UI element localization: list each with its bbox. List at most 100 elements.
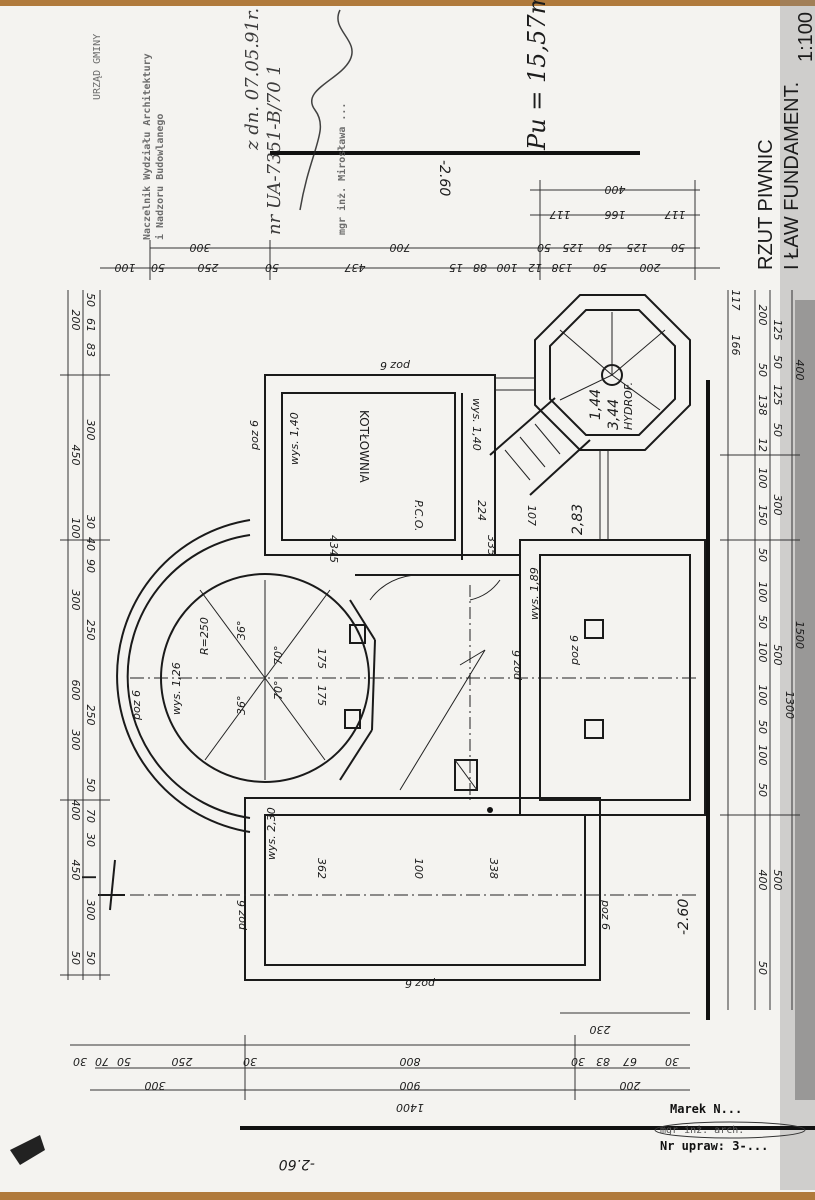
dim-value: 50: [771, 423, 784, 437]
dim-value: 230: [590, 1023, 611, 1036]
dim-value: 50: [84, 293, 97, 307]
stamp-date: z dn. 07.05.91r.: [242, 8, 263, 151]
wall-type-label: poz 6: [405, 977, 436, 990]
level-mark: 3,44: [606, 399, 622, 430]
scan-shadow: [780, 0, 815, 1190]
section-lines: [98, 151, 815, 1130]
dim-value: 50: [756, 363, 769, 377]
dim-value: 1500: [793, 621, 806, 649]
dim-value: 125: [771, 385, 784, 406]
dim-value: 400: [756, 870, 769, 891]
wall-type-label: poz 6: [248, 420, 261, 451]
radius-label: R=250: [198, 617, 211, 655]
level-mark: -2.60: [676, 899, 692, 935]
dim-value: 50: [117, 1055, 131, 1068]
dim-value: 67: [623, 1055, 637, 1068]
height-label: wys. 2,30: [265, 807, 278, 860]
wall-type-label: poz 6: [235, 900, 248, 931]
dim-value: 800: [400, 1055, 421, 1068]
dim-value: 900: [400, 1079, 421, 1092]
dim-value: 300: [84, 900, 97, 921]
dim-value: 50: [756, 615, 769, 629]
level-mark: 1,44: [588, 389, 604, 420]
angle-label: 36°: [235, 696, 248, 716]
dim-value: 117: [665, 208, 686, 221]
corner-mark-icon: [10, 1135, 45, 1165]
dim-value: 600: [69, 680, 82, 701]
dim-value: 30: [73, 1055, 87, 1068]
section-marker: I: [79, 874, 101, 880]
dim-value: 500: [771, 870, 784, 891]
title-scale: 1:100: [795, 12, 815, 62]
dim-value: 90: [84, 559, 97, 573]
dim-value: 125: [563, 241, 584, 254]
dim-value: 450: [69, 445, 82, 466]
author-title: mgr inż. arch.: [660, 1125, 744, 1136]
dim-value: 300: [771, 495, 784, 516]
dim-value: 30: [571, 1055, 585, 1068]
room-hydrofor: HYDROF.: [622, 382, 635, 430]
dim-value: 30: [84, 515, 97, 529]
dim-value: 125: [771, 320, 784, 341]
dim-value: 100: [756, 582, 769, 603]
dim-value: 50: [593, 261, 607, 274]
dim-value: 250: [198, 261, 219, 274]
signature: [299, 9, 353, 211]
dim-value: 500: [771, 645, 784, 666]
dim-value: 50: [84, 778, 97, 792]
dim-value: 50: [537, 241, 551, 254]
wall-dim: 224: [475, 500, 488, 521]
scan-shadow-dark: [795, 300, 815, 1100]
dim-value: 117: [550, 208, 571, 221]
dim-value: 50: [265, 261, 279, 274]
stamp-line-2: i Nadzoru Budowlanego: [154, 114, 166, 240]
title-line-1: RZUT PIWNIC: [755, 139, 777, 270]
angle-label: 36°: [235, 621, 248, 641]
dim-value: 125: [627, 241, 648, 254]
dim-value: 50: [598, 241, 612, 254]
dim-value: 300: [69, 730, 82, 751]
dim-value: 400: [69, 800, 82, 821]
dim-value: 300: [69, 590, 82, 611]
wall-dim: 338: [487, 858, 500, 879]
author-name: Marek N...: [670, 1102, 742, 1116]
wall-dim: 175: [315, 648, 328, 669]
dimension-numbers: 300 700 50 125 50 125 50 100 50 250 50 4…: [69, 183, 806, 1114]
wall-dim: 362: [315, 858, 328, 879]
dim-value: 40: [84, 537, 97, 551]
dim-value: 700: [390, 241, 411, 254]
dim-value: 50: [671, 241, 685, 254]
height-label: wys. 1,89: [528, 567, 541, 620]
dim-value: 138: [756, 395, 769, 416]
dim-value: 88: [473, 261, 487, 274]
dim-value: 100: [756, 685, 769, 706]
dim-value: 200: [640, 261, 661, 274]
drawing-title: RZUT PIWNIC I ŁAW FUNDAMENT. 1:100 Pu = …: [523, 0, 815, 270]
dim-value: 50: [756, 961, 769, 975]
wall-dim: 175: [315, 685, 328, 706]
dim-value: 200: [69, 310, 82, 331]
dim-value: 83: [84, 343, 97, 357]
level-mark: -2.60: [436, 160, 452, 196]
title-line-2: I ŁAW FUNDAMENT.: [781, 82, 803, 270]
dim-value: 1400: [396, 1101, 424, 1114]
wall-dim: 107: [525, 505, 538, 526]
dim-value: 300: [84, 420, 97, 441]
dim-value: 100: [69, 518, 82, 539]
dim-value: 30: [84, 833, 97, 847]
wall-type-label: poz 6: [568, 635, 581, 666]
dim-value: 250: [84, 705, 97, 726]
dim-value: 166: [729, 335, 742, 356]
dim-value: 15: [449, 261, 463, 274]
height-label: wys. 1,40: [470, 398, 483, 451]
stair-octagon: [534, 294, 691, 451]
room-boiler: KOTŁOWNIA: [357, 410, 371, 484]
dim-value: 100: [115, 261, 136, 274]
wood-edge-bottom: [0, 1192, 815, 1200]
dim-value: 70: [95, 1055, 109, 1068]
dim-value: 50: [756, 548, 769, 562]
dim-value: 83: [596, 1055, 610, 1068]
dim-value: 50: [771, 355, 784, 369]
dim-value: 117: [729, 290, 742, 311]
